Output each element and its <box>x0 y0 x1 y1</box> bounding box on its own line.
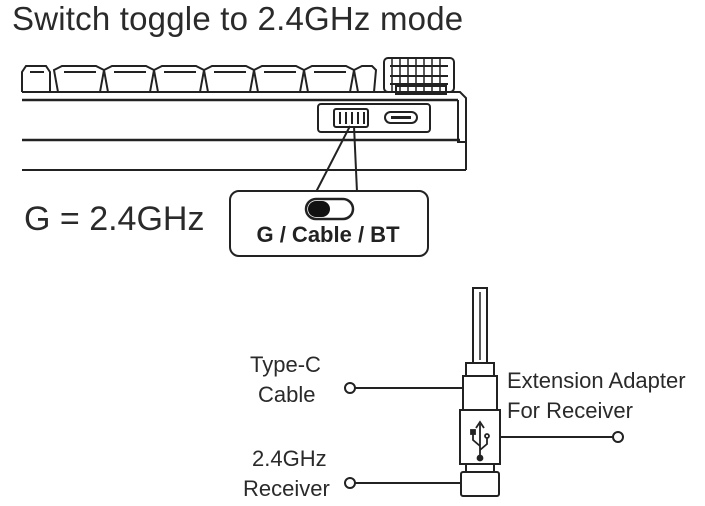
cable-diagram <box>344 287 624 497</box>
receiver-body <box>460 471 500 497</box>
keyboard-illustration <box>21 57 467 193</box>
keyboard-case-top <box>22 91 467 170</box>
keycap-row <box>21 65 378 93</box>
usb-icon <box>470 420 490 462</box>
switch-position-label: G / Cable / BT <box>256 222 400 247</box>
receiver-label-line2: Receiver <box>243 476 330 501</box>
leader-line <box>315 125 351 193</box>
usb-c-port <box>384 111 418 124</box>
receiver-label-line1: 2.4GHz <box>252 446 327 471</box>
type-c-label-line2: Cable <box>258 382 316 407</box>
callout-lines <box>344 382 624 489</box>
mode-switch-slot <box>333 108 369 128</box>
page-title: Switch toggle to 2.4GHz mode <box>12 0 464 37</box>
adapter-label-line1: Extension Adapter <box>507 368 686 393</box>
switch-callout <box>229 190 429 257</box>
type-c-label-line1: Type-C <box>250 352 321 377</box>
adapter-label-line2: For Receiver <box>507 398 633 423</box>
port-panel <box>317 103 431 133</box>
receiver-neck <box>465 463 495 473</box>
type-c-cable-plug <box>462 375 498 411</box>
toggle-switch-icon <box>304 197 355 221</box>
leader-line <box>353 125 358 193</box>
type-c-cable-neck <box>465 362 495 377</box>
rotary-knob <box>383 57 455 95</box>
mode-equation: G = 2.4GHz <box>24 200 205 238</box>
